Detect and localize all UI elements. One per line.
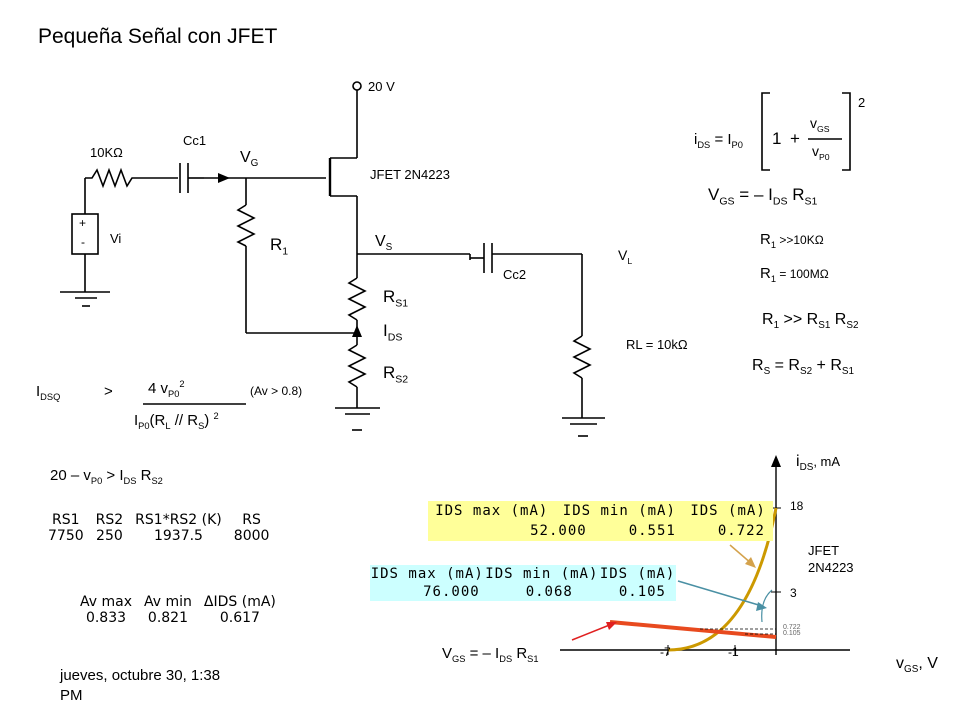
ids-vgs-graph	[560, 455, 850, 655]
cc2-label: Cc2	[503, 267, 527, 282]
yellow-header: IDS max (mA)	[435, 503, 549, 519]
cyan-header: IDS max (mA)	[370, 566, 484, 582]
idsq-label: IDSQ	[36, 383, 61, 402]
x-axis-label: vGS, V	[896, 655, 938, 676]
r1-condition-3: R1 >> RS1 RS2	[762, 311, 859, 332]
tick-minus-1: -1	[728, 645, 739, 659]
eq-exponent: 2	[858, 95, 866, 110]
yellow-header: IDS (mA)	[690, 503, 766, 519]
cc1-label: Cc1	[183, 133, 207, 148]
table1-header: RS	[242, 512, 261, 528]
table1-header: RS2	[95, 512, 124, 528]
idsq-gt: >	[104, 383, 113, 400]
cyan-box-values: 76.000 0.068 0.105	[370, 583, 676, 601]
vdd-label: 20 V	[368, 79, 395, 94]
vg-label: VG	[240, 149, 259, 170]
table2-cell: 0.617	[219, 610, 260, 626]
rs-sum-equation: RS = RS2 + RS1	[752, 357, 855, 378]
table2-cell: 0.821	[147, 610, 188, 626]
cyan-header: IDS (mA)	[599, 566, 676, 582]
yellow-header: IDS min (mA)	[562, 503, 676, 519]
yellow-value: 0.551	[628, 523, 676, 539]
rs1-resistor	[347, 277, 367, 321]
gain-table: Av max Av min ΔIDS (mA) 0.833 0.821 0.61…	[74, 594, 282, 626]
table1-cell: 1937.5	[153, 528, 203, 544]
resistor-table: RS1 RS2 RS1*RS2 (K) RS 7750 250 1937.5 8…	[42, 512, 275, 544]
tick-18: 18	[790, 499, 804, 513]
table1-cell: 7750	[48, 528, 84, 544]
page-title: Pequeña Señal con JFET	[38, 25, 278, 48]
load-line-label: VGS = – IDS RS1	[442, 645, 539, 664]
table2-header: Av max	[80, 594, 132, 610]
input-resistor-label: 10KΩ	[90, 145, 123, 160]
idsq-numerator: 4 vP02	[148, 379, 185, 399]
input-resistor	[85, 167, 178, 189]
idsq-denominator: IP0(RL // RS) 2	[134, 411, 219, 431]
jfet-label: JFET 2N4223	[370, 167, 450, 182]
yellow-value: 52.000	[530, 523, 587, 539]
table2-header: ΔIDS (mA)	[203, 594, 276, 610]
vi-label: Vi	[110, 231, 122, 246]
r1-resistor	[236, 204, 256, 247]
ids-equation-lhs: iDS = IP0	[694, 131, 743, 150]
tick-3: 3	[790, 586, 797, 600]
av-condition: (Av > 0.8)	[250, 384, 303, 398]
yellow-box-values: 52.000 0.551 0.722	[428, 521, 773, 541]
vdd-terminal	[352, 81, 362, 91]
r1-condition-1: R1 >>10KΩ	[760, 231, 824, 250]
vi-plus: +	[79, 216, 87, 230]
cyan-value: 0.105	[618, 584, 666, 600]
table1-cell: 8000	[233, 528, 270, 544]
eq-vp0-denominator: vP0	[812, 143, 830, 162]
ids-arrow	[352, 325, 362, 337]
load-line	[609, 620, 777, 639]
table1-header: RS1	[52, 512, 80, 528]
gate-arrow	[218, 173, 230, 183]
cyan-header: IDS min (mA)	[485, 566, 599, 582]
rs2-label: RS2	[383, 363, 409, 386]
cyan-value: 0.068	[525, 584, 573, 600]
yellow-box-headers: IDS max (mA) IDS min (mA) IDS (mA)	[428, 501, 773, 521]
condition-20v: 20 – vP0 > IDS RS2	[50, 467, 163, 486]
tick-minus-7: -7	[660, 645, 671, 659]
bracket-right	[842, 92, 851, 171]
cyan-value: 76.000	[423, 584, 480, 600]
eq-vgs-numerator: vGS	[810, 115, 830, 134]
rs2-resistor	[347, 344, 367, 388]
rs1-label: RS1	[383, 287, 409, 310]
ids-label: IDS	[383, 321, 403, 344]
rl-resistor	[572, 335, 592, 379]
r1-label: R1	[270, 235, 289, 258]
table1-header: RS1*RS2 (K)	[135, 512, 222, 528]
vi-minus: -	[81, 235, 85, 249]
eq-one: 1	[772, 129, 782, 148]
table2-header: Av min	[144, 594, 192, 610]
small-value-1: 0.722	[783, 624, 801, 631]
small-value-2: 0.105	[783, 630, 801, 637]
rl-label: RL = 10kΩ	[626, 337, 688, 352]
table1-cell: 250	[96, 528, 123, 544]
vl-label: VL	[618, 247, 633, 266]
eq-plus: +	[790, 129, 800, 148]
bracket-left	[761, 92, 770, 171]
vs-label: VS	[375, 233, 393, 254]
vgs-equation: VGS = – IDS RS1	[708, 185, 818, 208]
table2-cell: 0.833	[85, 610, 127, 626]
r1-condition-2: R1 = 100MΩ	[760, 265, 829, 284]
yellow-value: 0.722	[717, 523, 765, 539]
cyan-box-headers: IDS max (mA) IDS min (mA) IDS (mA)	[370, 565, 676, 583]
y-axis-label: iDS, mA	[796, 453, 841, 474]
